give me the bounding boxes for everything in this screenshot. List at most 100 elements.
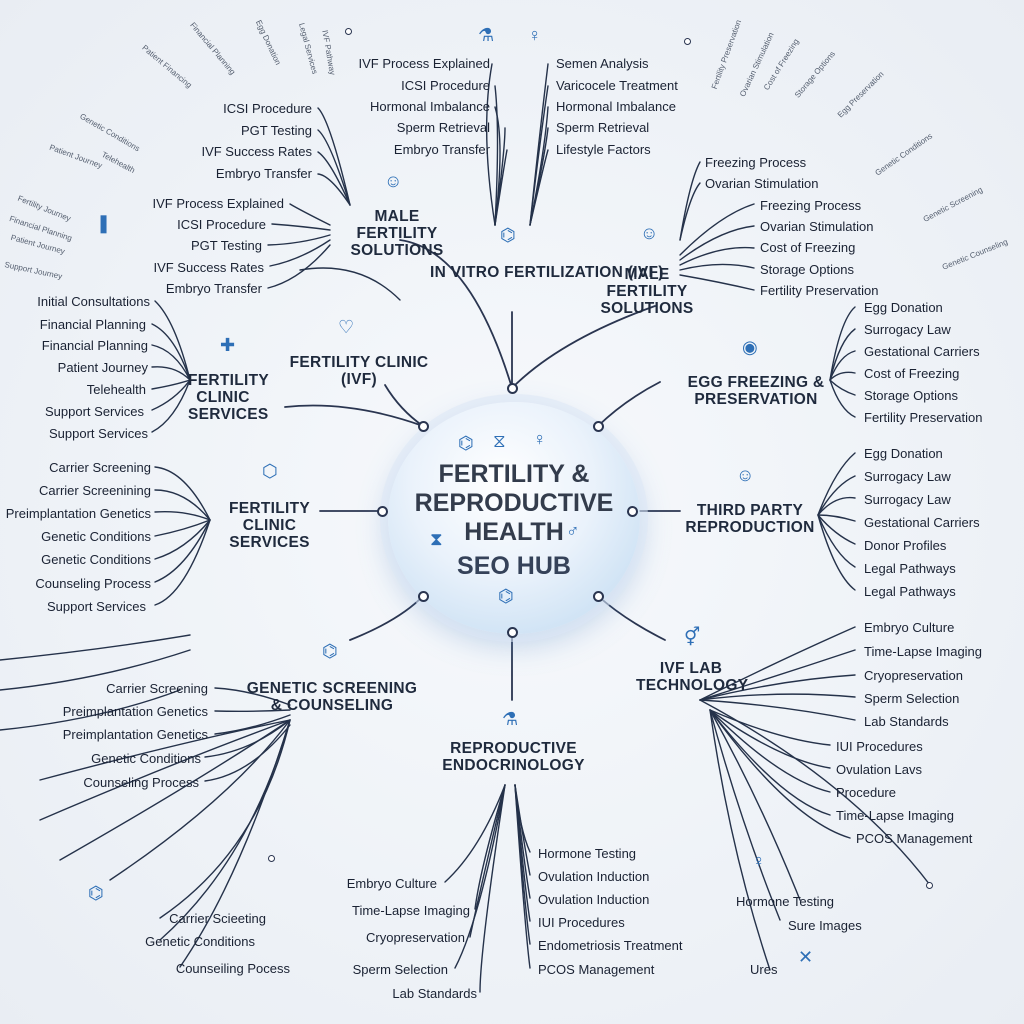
topic-label[interactable]: Embryo Transfer — [215, 166, 312, 181]
topic-label[interactable]: Counseling Process — [35, 576, 151, 591]
branch-ivf-title[interactable]: IN VITRO FERTILIZATION (IVF) — [430, 264, 664, 281]
topic-label[interactable]: Storage Options — [760, 262, 854, 277]
topic-label[interactable]: Patient Journey — [57, 360, 148, 375]
topic-label[interactable]: Surrogacy Law — [864, 469, 951, 484]
central-hub[interactable]: ⌬ ⧖ ♀ FERTILITY & REPRODUCTIVE HEALTH SE… — [388, 402, 640, 634]
topic-label[interactable]: Genetic Conditions — [91, 751, 201, 766]
branch-third-party-title[interactable]: THIRD PARTY REPRODUCTION — [685, 502, 815, 536]
topic-label[interactable]: Legal Pathways — [864, 584, 956, 599]
topic-label[interactable]: Cryopreservation — [864, 668, 963, 683]
topic-label[interactable]: Ovulation Induction — [538, 892, 650, 907]
topic-label[interactable]: Ovarian Stimulation — [760, 219, 874, 234]
topic-label[interactable]: Sperm Retrieval — [556, 120, 650, 135]
topic-label[interactable]: Freezing Process — [760, 198, 862, 213]
topic-label[interactable]: Financial Planning — [39, 317, 146, 332]
topic-label[interactable]: PCOS Management — [538, 962, 655, 977]
topic-label[interactable]: IUI Procedures — [538, 915, 625, 930]
topic-label[interactable]: Egg Donation — [864, 446, 943, 461]
topic-label[interactable]: IVF Success Rates — [153, 260, 264, 275]
topic-label[interactable]: Storage Options — [864, 388, 958, 403]
branch-genetic-screening-title[interactable]: GENETIC SCREENING & COUNSELING — [246, 680, 418, 714]
topic-label[interactable]: Embryo Culture — [346, 876, 437, 891]
topic-label[interactable]: PGT Testing — [240, 123, 312, 138]
topic-label[interactable]: Endometriosis Treatment — [538, 938, 683, 953]
topic-label[interactable]: PCOS Management — [856, 831, 973, 846]
topic-label[interactable]: Sperm Selection — [864, 691, 960, 706]
branch-clinic-services-title[interactable]: FERTILITY CLINIC SERVICES — [188, 372, 270, 423]
topic-label[interactable]: Genetic Conditions — [145, 934, 255, 949]
branch-male-fertility-title[interactable]: MALE FERTILITY SOLUTIONS — [350, 208, 444, 259]
topic-label[interactable]: Ures — [750, 962, 778, 977]
branch-ivf-lab-title[interactable]: IVF LAB TECHNOLOGY — [636, 660, 749, 694]
topic-label[interactable]: Financial Planning — [41, 338, 148, 353]
node-dot — [268, 855, 275, 862]
topic-label[interactable]: Freezing Process — [705, 155, 807, 170]
topic-label[interactable]: Counseiling Pocess — [175, 961, 290, 976]
topic-label[interactable]: Hormone Testing — [736, 894, 835, 909]
topic-label[interactable]: ICSI Procedure — [223, 101, 312, 116]
topic-label[interactable]: Hormonal Imbalance — [370, 99, 490, 114]
topic-label[interactable]: IVF Process Explained — [152, 196, 284, 211]
topic-label[interactable]: Genetic Conditions — [41, 552, 151, 567]
topic-label[interactable]: Varicocele Treatment — [556, 78, 678, 93]
topic-label[interactable]: Sure Images — [788, 918, 862, 933]
topic-label[interactable]: Hormonal Imbalance — [556, 99, 676, 114]
topic-label[interactable]: Time-Lapse Imaging — [351, 903, 470, 918]
topic-label[interactable]: Fertility Preservation — [864, 410, 983, 425]
topic-label[interactable]: Support Services — [47, 599, 146, 614]
topic-label[interactable]: Ovulation Lavs — [836, 762, 922, 777]
topic-label[interactable]: Sperm Selection — [352, 962, 448, 977]
topic-label[interactable]: Preimplantation Genetics — [5, 506, 151, 521]
topic-label[interactable]: Cryopreservation — [366, 930, 465, 945]
topic-label[interactable]: Semen Analysis — [556, 56, 649, 71]
topic-label[interactable]: Gestational Carriers — [864, 515, 980, 530]
topic-label[interactable]: IVF Success Rates — [201, 144, 312, 159]
topic-label[interactable]: Donor Profiles — [864, 538, 947, 553]
topic-label[interactable]: Legal Pathways — [864, 561, 956, 576]
clinic-icon: ✚ — [220, 335, 236, 355]
topic-label[interactable]: Sperm Retrieval — [396, 120, 490, 135]
topic-label[interactable]: Surrogacy Law — [864, 492, 951, 507]
topic-label[interactable]: Carrier Screening — [49, 460, 151, 475]
topic-label[interactable]: PGT Testing — [190, 238, 262, 253]
topic-label[interactable]: Embryo Culture — [864, 620, 955, 635]
topic-label[interactable]: Carrier Screening — [106, 681, 208, 696]
topic-label[interactable]: Support Services — [45, 404, 144, 419]
topic-label[interactable]: Lifestyle Factors — [556, 142, 651, 157]
branch-male-fertility-title[interactable]: MALE FERTILITY SOLUTIONS — [600, 266, 694, 317]
molecule-icon: ⬡ — [262, 461, 278, 481]
topic-label[interactable]: Telehealth — [86, 382, 146, 397]
topic-label[interactable]: Genetic Conditions — [41, 529, 151, 544]
topic-label[interactable]: Embryo Transfer — [393, 142, 490, 157]
topic-label[interactable]: Counseling Process — [83, 775, 199, 790]
topic-label[interactable]: Cost of Freezing — [864, 366, 960, 381]
topic-label[interactable]: Lab Standards — [864, 714, 949, 729]
topic-label[interactable]: Egg Donation — [864, 300, 943, 315]
topic-label[interactable]: Initial Consultations — [37, 294, 150, 309]
topic-label[interactable]: Gestational Carriers — [864, 344, 980, 359]
branch-egg-freezing-title[interactable]: EGG FREEZING & PRESERVATION — [687, 374, 825, 408]
topic-label[interactable]: Lab Standards — [392, 986, 477, 1001]
topic-label[interactable]: IUI Procedures — [836, 739, 923, 754]
topic-label[interactable]: Carrier Screenining — [39, 483, 151, 498]
topic-label[interactable]: Hormone Testing — [538, 846, 637, 861]
topic-label[interactable]: Preimplantation Genetics — [62, 704, 208, 719]
branch-endocrinology-title[interactable]: REPRODUCTIVE ENDOCRINOLOGY — [442, 740, 585, 774]
topic-label[interactable]: Preimplantation Genetics — [62, 727, 208, 742]
topic-label[interactable]: ICSI Procedure — [401, 78, 490, 93]
topic-label[interactable]: ICSI Procedure — [177, 217, 266, 232]
topic-label[interactable]: Time-Lapse Imaging — [836, 808, 955, 823]
topic-label[interactable]: Time-Lapse Imaging — [864, 644, 983, 659]
topic-label[interactable]: IVF Process Explained — [358, 56, 490, 71]
topic-label[interactable]: Embryo Transfer — [165, 281, 262, 296]
topic-label[interactable]: Ovarian Stimulation — [705, 176, 819, 191]
topic-label[interactable]: Cost of Freezing — [760, 240, 856, 255]
branch-fertility-clinic-title[interactable]: FERTILITY CLINIC (IVF) — [289, 354, 429, 388]
topic-label[interactable]: Fertility Preservation — [760, 283, 879, 298]
topic-label[interactable]: Support Services — [49, 426, 148, 441]
topic-label[interactable]: Surrogacy Law — [864, 322, 951, 337]
topic-label[interactable]: Procedure — [836, 785, 896, 800]
branch-clinic-services-title[interactable]: FERTILITY CLINIC SERVICES — [228, 500, 311, 551]
topic-label[interactable]: Ovulation Induction — [538, 869, 650, 884]
topic-label[interactable]: Carrier Scieeting — [169, 911, 266, 926]
